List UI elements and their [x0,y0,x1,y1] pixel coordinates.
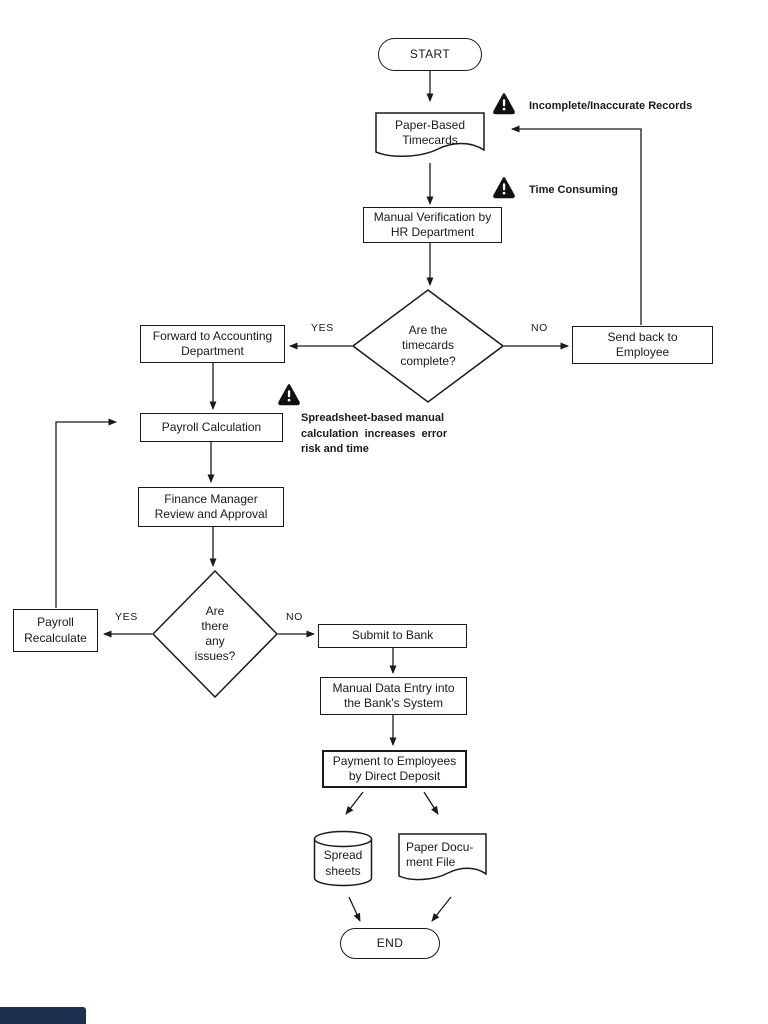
warning-icon [493,177,515,199]
warning-icon [493,93,515,115]
diamond-shape [152,570,278,698]
forward-accounting-label: Forward to Accounting Department [152,328,273,358]
finance-review-label: Finance Manager Review and Approval [154,491,268,521]
decision1-no-label: NO [531,322,548,334]
decision2-no-label: NO [286,611,303,623]
forward-accounting-box: Forward to Accounting Department [140,325,285,363]
manual-verification-label: Manual Verification by HR Department [373,209,492,239]
spreadsheet-risk-annotation: Spreadsheet-based manual calculation inc… [301,412,448,456]
start-label: START [409,46,451,61]
decision-any-issues: Are there any issues? [152,570,278,698]
payment-employees-box: Payment to Employees by Direct Deposit [322,750,467,788]
end-label: END [376,935,404,950]
finance-review-box: Finance Manager Review and Approval [138,487,284,527]
start-terminator: START [378,38,482,71]
decision-issues-label: Are there any issues? [194,603,236,664]
document-shape [375,112,485,158]
decision-timecards-label: Are the timecards complete? [400,323,456,368]
edge-payment-to-docfile [423,791,439,815]
diamond-shape [352,289,504,403]
payroll-recalculate-box: Payroll Recalculate [13,609,98,652]
payroll-calculation-box: Payroll Calculation [140,413,283,442]
edge-payment-to-spreadsheets [345,791,364,815]
payment-employees-label: Payment to Employees by Direct Deposit [332,753,457,783]
payroll-recalculate-label: Payroll Recalculate [24,615,87,645]
bottom-left-accent-bar [0,1007,86,1024]
payroll-calculation-label: Payroll Calculation [161,419,262,434]
submit-bank-box: Submit to Bank [318,624,467,648]
edge-sendback-to-timecards [511,125,642,325]
edge-spreadsheets-to-end [348,896,361,922]
edge-docfile-to-end [431,896,452,922]
end-terminator: END [340,928,440,959]
send-back-employee-box: Send back to Employee [572,326,713,364]
spreadsheets-database: Spread sheets [313,830,373,887]
submit-bank-label: Submit to Bank [351,628,434,643]
paper-timecards-label: Paper-Based Timecards [394,117,466,147]
manual-data-entry-box: Manual Data Entry into the Bank's System [320,677,467,715]
cylinder-shape [313,830,373,887]
warning-icon [278,384,300,406]
manual-verification-box: Manual Verification by HR Department [363,207,502,243]
time-consuming-annotation: Time Consuming [529,184,619,196]
edge-recalc-to-payroll [55,418,117,608]
manual-data-entry-label: Manual Data Entry into the Bank's System [332,680,455,710]
document-shape [398,833,487,881]
decision-timecards-complete: Are the timecards complete? [352,289,504,403]
paper-timecards-document: Paper-Based Timecards [375,112,485,162]
paper-document-file: Paper Docu- ment File [398,833,487,887]
send-back-employee-label: Send back to Employee [607,329,678,359]
spreadsheets-label: Spread sheets [323,848,363,878]
decision1-yes-label: YES [311,322,334,334]
decision2-yes-label: YES [115,611,138,623]
incomplete-records-annotation: Incomplete/Inaccurate Records [529,100,693,112]
paper-document-file-label: Paper Docu- ment File [406,840,474,870]
